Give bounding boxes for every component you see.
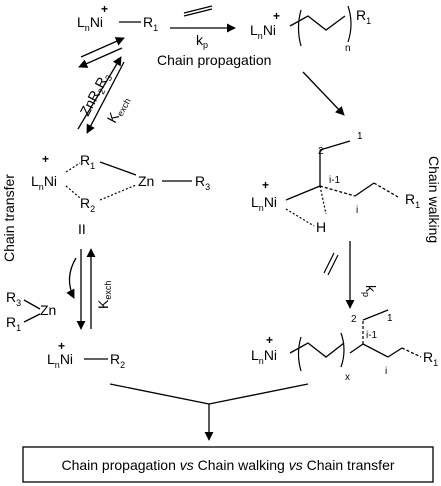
svg-text:2: 2 [318, 146, 324, 157]
svg-text:i: i [356, 205, 358, 216]
species-lnni-r1: LnNi + R1 [77, 2, 158, 33]
svg-text:R3: R3 [195, 173, 210, 192]
svg-text:1: 1 [357, 131, 363, 142]
propagation-arrow: kp [170, 5, 236, 50]
svg-text:LnNi: LnNi [31, 173, 57, 192]
svg-text:R1: R1 [143, 14, 158, 33]
svg-text:LnNi: LnNi [47, 351, 73, 370]
equilibrium-top: ZnR2R3 Kexch [77, 37, 133, 134]
result-box: Chain propagation vs Chain walking vs Ch… [22, 446, 434, 483]
svg-text:x: x [345, 372, 350, 383]
svg-text:R1: R1 [356, 7, 371, 26]
svg-text:+: + [101, 2, 108, 16]
svg-text:R3: R3 [6, 289, 21, 308]
chain-propagation-label: Chain propagation [157, 52, 271, 68]
chain-walking-label: Chain walking [426, 156, 441, 243]
svg-text:R1: R1 [6, 314, 21, 333]
insertion-arrow: kp [323, 241, 379, 309]
species-propagated-chain: LnNi + n R1 [250, 5, 371, 54]
svg-text:Zn: Zn [40, 302, 56, 318]
svg-text:kp: kp [361, 285, 379, 297]
svg-text:R1: R1 [80, 152, 95, 171]
svg-text:i: i [385, 366, 387, 377]
svg-text:Kexch: Kexch [104, 93, 133, 126]
equilibrium-bottom: Kexch [66, 248, 113, 330]
species-zinc-r1-r3: R3 Zn R1 [6, 289, 56, 333]
chain-transfer-label: Chain transfer [1, 174, 17, 262]
species-agostic-hydride: + LnNi H 2 1 i-1 i R1 [251, 131, 420, 235]
svg-text:i-1: i-1 [366, 330, 378, 341]
svg-text:R2: R2 [80, 195, 95, 214]
svg-text:LnNi: LnNi [251, 347, 277, 366]
svg-text:+: + [58, 339, 65, 353]
svg-text:i-1: i-1 [329, 175, 341, 186]
svg-text:H: H [316, 219, 326, 235]
svg-text:Zn: Zn [138, 173, 154, 189]
svg-text:Kexch: Kexch [95, 281, 113, 309]
svg-text:+: + [266, 333, 273, 347]
svg-text:1: 1 [387, 313, 393, 324]
converging-funnel [109, 383, 309, 441]
svg-text:+: + [273, 9, 280, 23]
svg-text:n: n [345, 43, 351, 54]
svg-text:LnNi: LnNi [251, 194, 277, 213]
svg-text:II: II [78, 221, 86, 237]
svg-text:kp: kp [196, 32, 208, 50]
species-lnni-r2: + LnNi R2 [47, 339, 125, 370]
svg-text:+: + [42, 152, 49, 166]
svg-text:LnNi: LnNi [250, 22, 276, 41]
svg-text:2: 2 [351, 314, 357, 325]
svg-text:R2: R2 [110, 351, 125, 370]
svg-text:LnNi: LnNi [77, 14, 103, 33]
species-branched-chain: + LnNi x 2 1 i-1 i R1 [251, 309, 438, 383]
complex-ii: + LnNi R1 R2 Zn R3 II [31, 152, 210, 237]
svg-text:R1: R1 [405, 191, 420, 210]
svg-text:R1: R1 [423, 349, 438, 368]
svg-text:+: + [262, 178, 269, 192]
arrow-to-walking [302, 71, 345, 116]
result-text: Chain propagation vs Chain walking vs Ch… [61, 457, 394, 473]
